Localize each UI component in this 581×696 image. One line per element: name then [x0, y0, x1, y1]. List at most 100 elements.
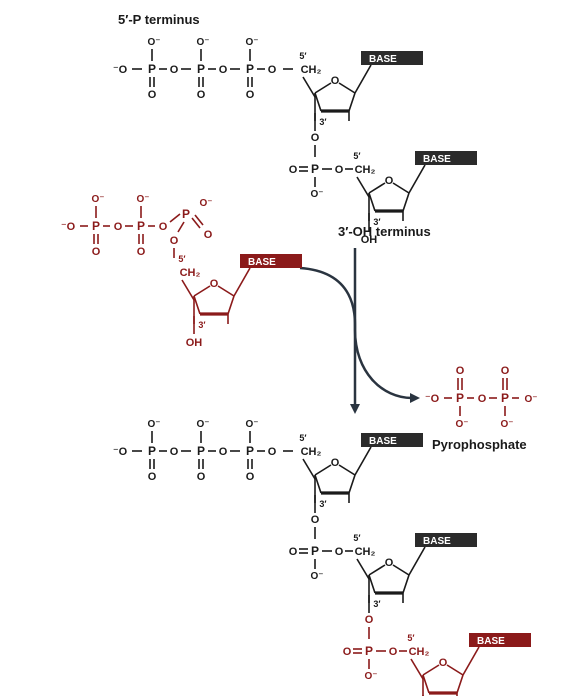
- ring-bond: [368, 564, 386, 576]
- oxygen-minus-atom: O⁻: [310, 571, 323, 582]
- glycosidic-bond: [408, 546, 426, 576]
- oxygen-minus-atom: O⁻: [310, 189, 323, 200]
- bridging-oxygen: O: [170, 235, 179, 247]
- base-box: [469, 633, 531, 647]
- product-strand: ⁻O P O⁻ O O P O⁻ O O P O⁻ O O CH₂ 5′ O 3′ BASE O P O O⁻ O CH₂ 5′…: [113, 419, 531, 696]
- hydroxyl-group: OH: [361, 234, 378, 246]
- five-prime-label: 5′: [353, 533, 360, 543]
- three-prime-label: 3′: [198, 320, 205, 330]
- bridging-oxygen: O: [335, 546, 344, 558]
- oxygen-atom: O: [204, 229, 213, 241]
- ring-bond: [314, 464, 332, 476]
- bridging-oxygen: O: [335, 164, 344, 176]
- phosphorus-atom: P: [246, 62, 254, 76]
- phosphorus-atom: P: [365, 644, 373, 658]
- ring-bond: [193, 285, 211, 297]
- ring-bond: [422, 674, 430, 694]
- ring-bond: [392, 182, 410, 194]
- bridging-oxygen: O: [159, 221, 168, 233]
- ring-bond: [422, 664, 440, 676]
- bond: [177, 221, 185, 233]
- c4-c5-bond: [356, 176, 370, 198]
- bridging-oxygen: O: [268, 446, 277, 458]
- ring-bond: [348, 474, 356, 494]
- c4-c5-bond: [356, 558, 370, 580]
- c4-c5-bond: [410, 658, 424, 680]
- five-prime-label: 5′: [299, 433, 306, 443]
- ring-bond: [402, 192, 410, 212]
- three-prime-label: 3′: [373, 599, 380, 609]
- bridging-oxygen: O: [268, 64, 277, 76]
- phosphorus-atom: P: [311, 544, 319, 558]
- phosphorus-atom: P: [197, 444, 205, 458]
- five-prime-label: 5′: [299, 51, 306, 61]
- phosphorus-atom: P: [246, 444, 254, 458]
- phosphorus-atom: P: [456, 391, 464, 405]
- ring-bond: [368, 182, 386, 194]
- oxygen-minus-atom: O⁻: [455, 419, 468, 430]
- bridging-oxygen: O: [170, 446, 179, 458]
- oxygen-atom: O: [197, 471, 206, 483]
- five-prime-terminus-label: 5′-P terminus: [118, 12, 200, 27]
- pyrophosphate-label: Pyrophosphate: [432, 437, 527, 452]
- oxygen-atom: O: [197, 89, 206, 101]
- phosphorus-atom: P: [148, 444, 156, 458]
- ch2-group: CH₂: [409, 646, 430, 658]
- oxygen-minus-atom: O⁻: [364, 671, 377, 682]
- ring-bond: [456, 674, 464, 694]
- ch2-group: CH₂: [301, 64, 322, 76]
- oxygen-minus-atom: O⁻: [245, 419, 258, 430]
- p-o-double-bond: [194, 214, 204, 226]
- oxygen-minus-atom: O⁻: [147, 37, 160, 48]
- base-box: [415, 533, 477, 547]
- glycosidic-bond: [408, 164, 426, 194]
- bridging-oxygen: O: [389, 646, 398, 658]
- base-box: [361, 433, 423, 447]
- oxygen-atom: O: [289, 164, 298, 176]
- glycosidic-bond: [354, 64, 372, 94]
- terminal-oxygen-minus: ⁻O: [113, 446, 128, 458]
- oxygen-atom: O: [137, 246, 146, 258]
- curved-arrow-head: [410, 393, 420, 403]
- ch2-group: CH₂: [355, 546, 376, 558]
- ring-bond: [348, 92, 356, 112]
- terminal-oxygen-minus: ⁻O: [425, 393, 440, 405]
- oxygen-atom: O: [148, 471, 157, 483]
- three-prime-label: 3′: [373, 217, 380, 227]
- ring-bond: [217, 285, 235, 297]
- ring-oxygen: O: [331, 457, 340, 469]
- oxygen-minus-atom: O⁻: [147, 419, 160, 430]
- linker-oxygen: O: [311, 132, 320, 144]
- base-label: BASE: [369, 436, 397, 447]
- oxygen-atom: O: [246, 471, 255, 483]
- phosphorus-atom: P: [197, 62, 205, 76]
- oxygen-minus-atom: O⁻: [524, 394, 537, 405]
- base-label: BASE: [423, 536, 451, 547]
- ring-oxygen: O: [385, 175, 394, 187]
- base-box: [361, 51, 423, 65]
- ring-bond: [314, 474, 322, 494]
- phosphorus-atom: P: [182, 207, 190, 221]
- ring-bond: [338, 464, 356, 476]
- ring-oxygen: O: [439, 657, 448, 669]
- oxygen-minus-atom: O⁻: [245, 37, 258, 48]
- oxygen-atom: O: [456, 365, 465, 377]
- oxygen-minus-atom: O⁻: [196, 37, 209, 48]
- base-label: BASE: [477, 636, 505, 647]
- oxygen-atom: O: [246, 89, 255, 101]
- glycosidic-bond: [354, 446, 372, 476]
- oxygen-atom: O: [289, 546, 298, 558]
- ring-bond: [314, 82, 332, 94]
- five-prime-label: 5′: [407, 633, 414, 643]
- five-prime-label: 5′: [178, 254, 185, 264]
- oxygen-atom: O: [501, 365, 510, 377]
- bridging-oxygen: O: [219, 446, 228, 458]
- ring-bond: [368, 574, 376, 594]
- ring-bond: [392, 564, 410, 576]
- base-box: [240, 254, 302, 268]
- bridging-oxygen: O: [478, 393, 487, 405]
- oxygen-atom: O: [343, 646, 352, 658]
